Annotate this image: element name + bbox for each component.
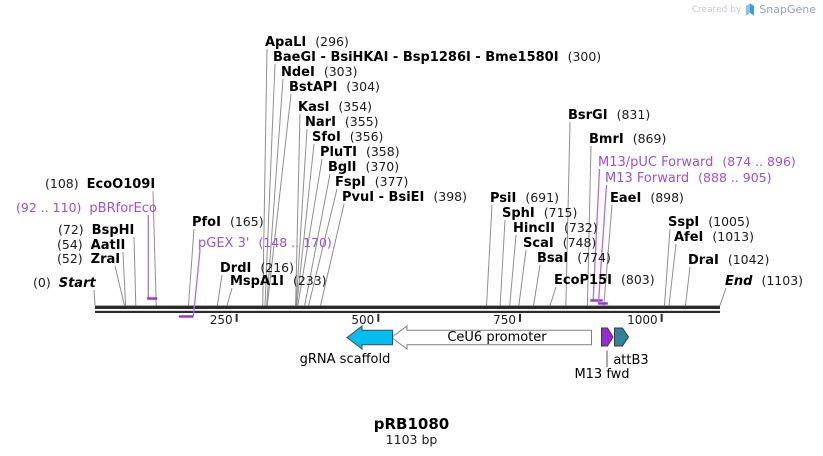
leader-pluti	[297, 158, 323, 306]
leader-bmri	[586, 145, 592, 306]
leader-start	[93, 289, 96, 306]
primer-leader-pgex-3	[192, 249, 201, 317]
feature-arrow-ceu6-promoter[interactable]	[390, 325, 592, 350]
leader-scai	[518, 249, 527, 306]
sequence-bar-top	[95, 305, 720, 309]
leader-zrai	[114, 265, 125, 306]
leader-hincii	[509, 234, 517, 306]
leader-nari	[295, 128, 308, 306]
feature-arrow-grna-scaffold[interactable]	[346, 324, 393, 351]
feature-arrow-attb3[interactable]	[614, 327, 630, 347]
leader-drdi	[216, 274, 223, 306]
leader-bgli	[304, 173, 331, 306]
plasmid-title: pRB1080	[373, 415, 450, 433]
brand-text: SnapGene	[759, 3, 816, 16]
leader-eaei	[603, 204, 613, 306]
leader-bsrgi	[565, 121, 571, 306]
leader-bsai	[533, 264, 541, 306]
leader-mspa1i	[226, 287, 233, 306]
leader-sfoi	[296, 143, 315, 306]
leader-ecop15i	[549, 286, 557, 306]
leader-apali	[262, 48, 268, 306]
leader-end	[719, 287, 727, 306]
watermark: Created by SnapGene	[692, 3, 816, 16]
feature-arrow-m13-fwd[interactable]	[601, 327, 614, 347]
leader-sphi	[499, 219, 506, 306]
leader-fspi	[308, 188, 338, 306]
leader-ndei	[266, 78, 284, 306]
leader-sspi	[663, 228, 671, 306]
leader-psii	[486, 204, 493, 306]
leader-afei	[668, 243, 677, 306]
leader-bstapi	[266, 93, 292, 306]
created-by-text: Created by	[691, 4, 742, 15]
leader-bsphi	[133, 236, 137, 306]
primer-leader-m13-forward	[597, 184, 608, 304]
plasmid-length: 1103 bp	[385, 432, 438, 447]
snapgene-logo-icon	[746, 3, 755, 16]
leader-pvui-bsiei	[320, 203, 345, 306]
leader-kasi	[295, 113, 301, 306]
leader-baegi-bsihkai-bsp1286i-bme1580i	[264, 63, 276, 306]
leader-aatii	[122, 251, 127, 306]
sequence-bar-bottom	[95, 310, 720, 313]
leader-ecoo109i	[152, 190, 157, 306]
primer-leader-m13-puc-forward	[592, 168, 601, 301]
leader-drai	[684, 266, 691, 306]
leader-pfoi	[187, 228, 195, 306]
